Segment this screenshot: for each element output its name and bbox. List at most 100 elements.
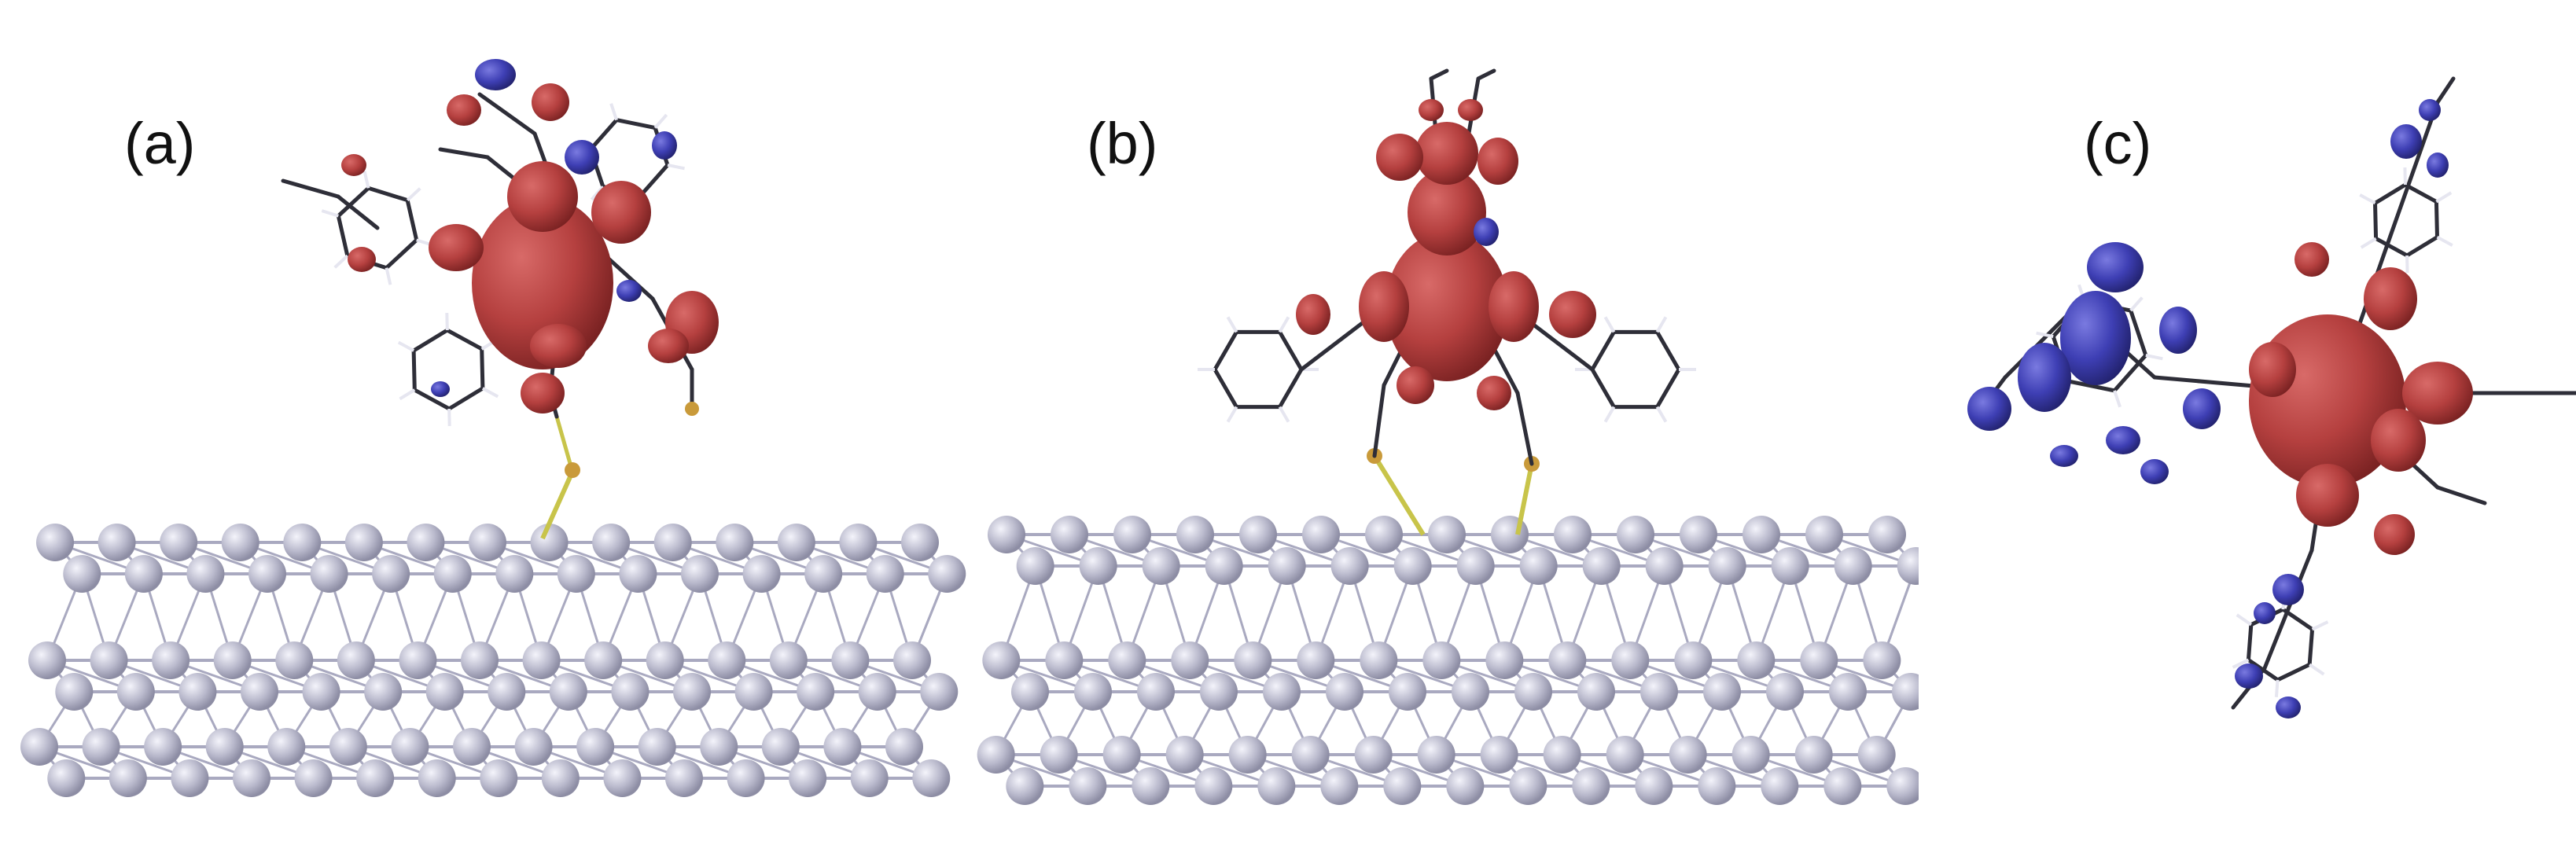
metal-atom	[109, 759, 147, 797]
metal-atom	[681, 555, 719, 593]
spin-density-negative	[652, 131, 677, 160]
panel-a: (a)	[0, 0, 975, 849]
metal-atom	[241, 673, 278, 711]
metal-atom	[63, 555, 101, 593]
metal-atom	[541, 759, 580, 797]
metal-atom	[407, 524, 445, 561]
metal-atom	[1302, 516, 1340, 553]
metal-atom	[488, 673, 526, 711]
spin-density-negative	[475, 59, 516, 90]
spin-density-positive	[530, 324, 587, 368]
metal-atom	[638, 728, 676, 766]
spin-density-positive	[2374, 514, 2415, 555]
spin-density-negative	[2276, 696, 2301, 719]
sulfur-atom	[565, 462, 580, 478]
metal-atom	[982, 641, 1021, 679]
metal-atom	[1297, 641, 1335, 679]
metal-atom	[294, 759, 333, 797]
metal-atom	[1383, 767, 1422, 805]
metal-atom	[1200, 673, 1238, 711]
metal-atom	[1132, 767, 1170, 805]
spin-density-positive	[1419, 99, 1444, 121]
metal-atom	[665, 759, 703, 797]
metal-atom	[1805, 516, 1843, 553]
metal-atom	[116, 673, 155, 711]
metal-atom	[124, 555, 163, 593]
metal-atom	[1446, 767, 1485, 805]
spin-density-negative	[1474, 218, 1499, 246]
metal-atom	[1330, 547, 1369, 585]
metal-atom	[1480, 736, 1518, 774]
spin-density-negative	[2140, 459, 2169, 484]
spin-density-positive	[1458, 99, 1483, 121]
spin-density-positive	[1415, 122, 1478, 185]
metal-atom	[1708, 547, 1746, 585]
metal-atom	[1456, 547, 1495, 585]
metal-atom	[1514, 673, 1552, 711]
metal-atom	[1016, 547, 1054, 585]
metal-atom	[1868, 516, 1906, 553]
metal-atom	[1794, 736, 1833, 774]
metal-atom	[495, 555, 534, 593]
metal-atom	[1422, 641, 1461, 679]
spin-density-positive	[348, 247, 376, 272]
spin-density-positive	[1489, 271, 1539, 342]
metal-atom	[364, 673, 403, 711]
spin-density-negative	[431, 381, 450, 397]
metal-atom	[186, 555, 225, 593]
metal-atom	[1354, 736, 1393, 774]
metal-atom	[1137, 673, 1175, 711]
metal-atom	[1577, 673, 1615, 711]
spin-density-negative	[2390, 124, 2422, 159]
metal-atom	[1393, 547, 1432, 585]
metal-atom	[1102, 736, 1141, 774]
spin-density-negative	[565, 140, 599, 175]
metal-atom	[160, 524, 198, 561]
metal-atom	[1886, 767, 1919, 805]
metal-atom	[1234, 641, 1272, 679]
metal-atom	[275, 641, 314, 679]
spin-density-positive	[1386, 232, 1508, 381]
metal-atom	[858, 673, 896, 711]
molecule-a	[281, 59, 719, 427]
spin-density-negative	[2419, 99, 2441, 121]
panel-c: (c)	[1919, 0, 2576, 849]
metal-atom	[233, 759, 270, 797]
metal-atom	[708, 641, 746, 679]
metal-atom	[1857, 736, 1896, 774]
metal-atom	[461, 641, 499, 679]
metal-atom	[337, 641, 375, 679]
spin-density-positive	[1408, 169, 1486, 255]
metal-atom	[152, 641, 190, 679]
metal-atom	[36, 524, 74, 561]
metal-atom	[761, 728, 800, 766]
metal-atom	[1006, 767, 1044, 805]
spin-density-negative	[2254, 602, 2276, 624]
metal-atom	[1428, 516, 1466, 553]
metal-atom	[1892, 673, 1919, 711]
metal-atom	[893, 641, 931, 679]
metal-atom	[1611, 641, 1650, 679]
metal-atom	[480, 759, 518, 797]
metal-atom	[1606, 736, 1644, 774]
metal-atom	[1645, 547, 1684, 585]
metal-atom	[453, 728, 491, 766]
metal-atom	[433, 555, 472, 593]
metal-atom	[1674, 641, 1713, 679]
metal-atom	[619, 555, 657, 593]
metal-atom	[1417, 736, 1455, 774]
spin-density-positive	[591, 181, 651, 244]
metal-atom	[1320, 767, 1359, 805]
metal-atom	[1485, 641, 1524, 679]
panel-c-structure	[1967, 76, 2576, 719]
metal-atom	[1617, 516, 1654, 553]
panel-b-structure	[977, 68, 1919, 805]
metal-slab-b	[977, 516, 1919, 805]
metal-atom	[1863, 641, 1901, 679]
metal-atom	[592, 524, 631, 561]
spin-density-positive	[648, 329, 689, 363]
spin-density-positive	[2296, 464, 2359, 527]
spin-density-positive	[1477, 376, 1511, 410]
spin-density-positive	[341, 154, 366, 176]
metal-atom	[1519, 547, 1558, 585]
